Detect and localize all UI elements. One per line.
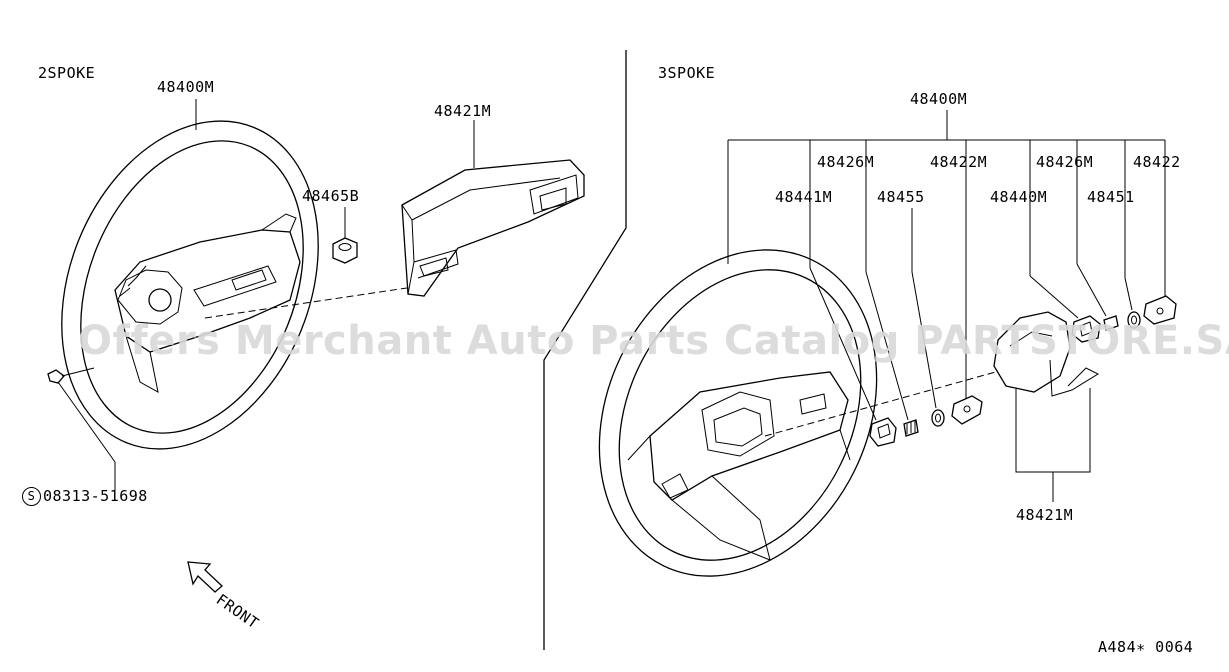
part-label-48455[interactable]: 48455 xyxy=(877,188,925,206)
part-label-wheel-left[interactable]: 48400M xyxy=(157,78,215,96)
right-assembly-line xyxy=(764,367,1011,437)
right-small-parts xyxy=(869,395,983,447)
left-nut xyxy=(332,207,358,264)
figure-code: A484∗ 0064 xyxy=(1098,638,1194,656)
part-label-pad-left[interactable]: 48421M xyxy=(434,102,492,120)
part-label-pad-right[interactable]: 48421M xyxy=(1016,506,1074,524)
right-wheel-hub xyxy=(627,371,851,561)
front-arrow-icon xyxy=(187,561,223,593)
part-label-48440m[interactable]: 48440M xyxy=(990,188,1048,206)
screw-number: 08313-51698 xyxy=(43,487,148,505)
watermark: Offers Merchant Auto Parts Catalog PARTS… xyxy=(78,318,1229,364)
part-label-48422[interactable]: 48422 xyxy=(1133,153,1181,171)
part-label-wheel-right[interactable]: 48400M xyxy=(910,90,968,108)
part-label-48451[interactable]: 48451 xyxy=(1087,188,1135,206)
standard-part-symbol: S xyxy=(22,487,41,506)
left-horn-pad xyxy=(401,120,585,297)
section-divider xyxy=(543,50,627,650)
part-label-48426m-b[interactable]: 48426M xyxy=(1036,153,1094,171)
left-assembly-line xyxy=(204,285,421,319)
part-label-48441m[interactable]: 48441M xyxy=(775,188,833,206)
right-leader-lines xyxy=(727,110,1166,421)
right-wheel-rim xyxy=(598,249,878,577)
left-wheel-rim xyxy=(61,120,319,450)
section-title-3spoke: 3SPOKE xyxy=(658,64,716,82)
right-upper-parts xyxy=(1071,295,1177,343)
part-label-nut[interactable]: 48465B xyxy=(302,187,360,205)
left-screw xyxy=(47,367,116,490)
section-title-2spoke: 2SPOKE xyxy=(38,64,96,82)
right-horn-pad xyxy=(993,311,1100,502)
part-label-48426m-a[interactable]: 48426M xyxy=(817,153,875,171)
left-wheel-hub xyxy=(114,213,301,393)
part-label-48422m[interactable]: 48422M xyxy=(930,153,988,171)
